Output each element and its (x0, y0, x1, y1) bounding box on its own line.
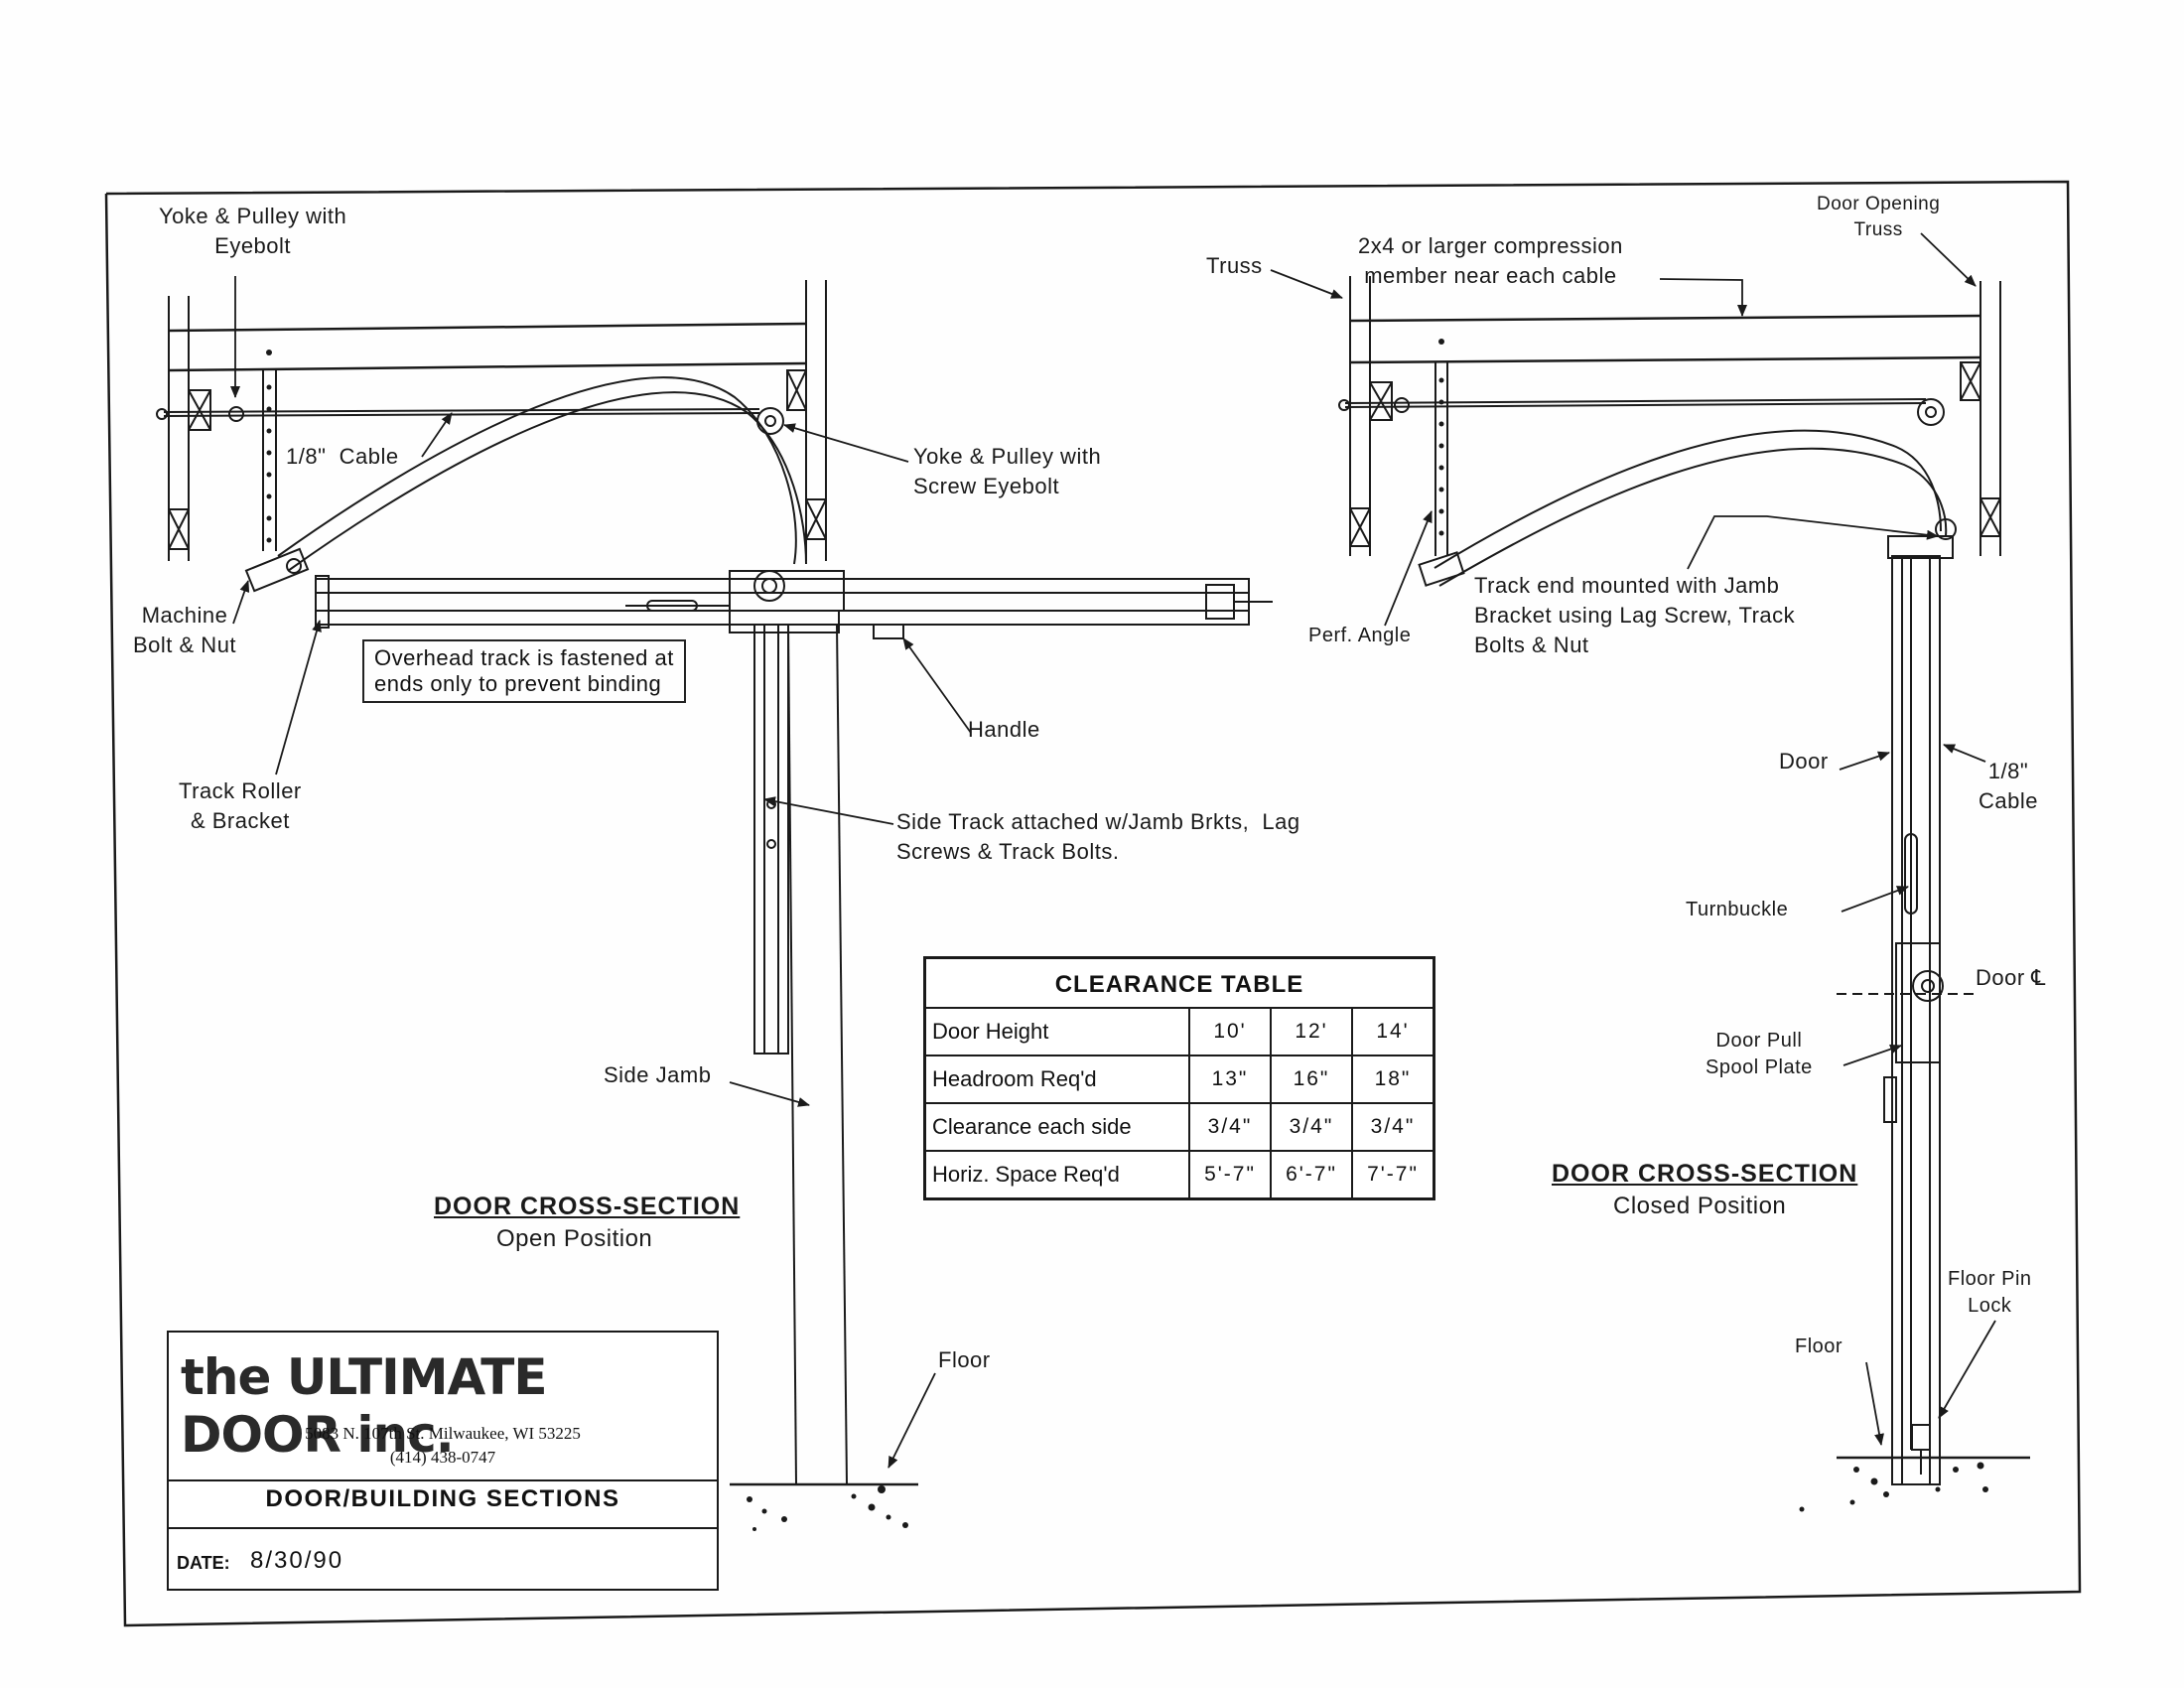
clearance-table-grid: Door Height 10' 12' 14' Headroom Req'd 1… (926, 1009, 1433, 1197)
table-row: Door Height 10' 12' 14' (926, 1009, 1433, 1056)
yoke-pulley-eyebolt-label: Yoke & Pulley with Eyebolt (159, 204, 347, 258)
overhead-track-note: Overhead track is fastened at ends only … (362, 639, 686, 703)
table-row: Clearance each side 3/4" 3/4" 3/4" (926, 1102, 1433, 1152)
company-logo: the ULTIMATE DOOR inc. (181, 1348, 548, 1464)
cell: 5'-7" (1188, 1150, 1272, 1197)
date-label: DATE: (177, 1553, 230, 1573)
cell: 18" (1351, 1055, 1433, 1104)
company-address: 5083 N. 107th St. Milwaukee, WI 53225 (305, 1424, 581, 1443)
row-label: Clearance each side (926, 1102, 1190, 1152)
floor-label-left: Floor (938, 1347, 991, 1372)
truss-label: Truss (1206, 253, 1263, 278)
sheet-border (104, 180, 2082, 1627)
row-label: Door Height (926, 1009, 1190, 1056)
clearance-table-title: CLEARANCE TABLE (926, 959, 1433, 1009)
cell: 16" (1270, 1055, 1353, 1104)
closed-section-title: DOOR CROSS-SECTION (1552, 1160, 1858, 1188)
cell: 3/4" (1351, 1102, 1433, 1152)
cell: 6'-7" (1270, 1150, 1353, 1197)
leader-lines (230, 232, 1996, 1469)
open-section-title: DOOR CROSS-SECTION (434, 1193, 741, 1220)
open-section-framing (156, 280, 1273, 1531)
row-label: Horiz. Space Req'd (926, 1150, 1190, 1197)
track-roller-label: Track Roller & Bracket (179, 778, 302, 833)
clearance-table: CLEARANCE TABLE Door Height 10' 12' 14' … (923, 956, 1435, 1200)
yoke-pulley-screw-eyebolt-label: Yoke & Pulley with Screw Eyebolt (913, 444, 1102, 498)
cable-label-left: 1/8" Cable (286, 444, 399, 469)
turnbuckle-label: Turnbuckle (1686, 899, 1789, 920)
open-section-subtitle: Open Position (496, 1225, 653, 1252)
perf-angle-label: Perf. Angle (1308, 625, 1412, 646)
door-pull-spool-plate-label: Door Pull Spool Plate (1706, 1030, 1813, 1078)
compression-member-label: 2x4 or larger compression member near ea… (1358, 233, 1623, 288)
table-row: Horiz. Space Req'd 5'-7" 6'-7" 7'-7" (926, 1150, 1433, 1197)
cell: 13" (1188, 1055, 1272, 1104)
divider (169, 1527, 717, 1529)
floor-pin-lock-label: Floor Pin Lock (1948, 1268, 2032, 1317)
cell: 3/4" (1270, 1102, 1353, 1152)
row-label: Headroom Req'd (926, 1055, 1190, 1104)
cable-label-right: 1/8" Cable (1979, 759, 2038, 813)
cell: 14' (1351, 1009, 1433, 1056)
closed-section-subtitle: Closed Position (1613, 1193, 1787, 1219)
date-value: 8/30/90 (250, 1547, 344, 1574)
floor-label-right: Floor (1795, 1336, 1843, 1357)
cell: 10' (1188, 1009, 1272, 1056)
door-centerline-label: Door ℄ (1976, 965, 2046, 990)
divider (169, 1479, 717, 1481)
machine-bolt-label: Machine Bolt & Nut (133, 603, 237, 657)
handle-label: Handle (968, 717, 1040, 742)
side-jamb-label: Side Jamb (604, 1062, 712, 1087)
title-block: the ULTIMATE DOOR inc. 5083 N. 107th St.… (167, 1331, 719, 1591)
side-track-label: Side Track attached w/Jamb Brkts, Lag Sc… (896, 809, 1300, 864)
drawing-title: DOOR/BUILDING SECTIONS (265, 1485, 620, 1512)
table-row: Headroom Req'd 13" 16" 18" (926, 1055, 1433, 1104)
cell: 12' (1270, 1009, 1353, 1056)
track-end-label: Track end mounted with Jamb Bracket usin… (1474, 573, 1796, 657)
cell: 3/4" (1188, 1102, 1272, 1152)
cell: 7'-7" (1351, 1150, 1433, 1197)
closed-section-framing (1338, 276, 2030, 1512)
company-phone: (414) 438-0747 (389, 1448, 496, 1467)
door-opening-truss-label: Door Opening Truss (1817, 194, 1941, 240)
door-label: Door (1779, 749, 1829, 774)
